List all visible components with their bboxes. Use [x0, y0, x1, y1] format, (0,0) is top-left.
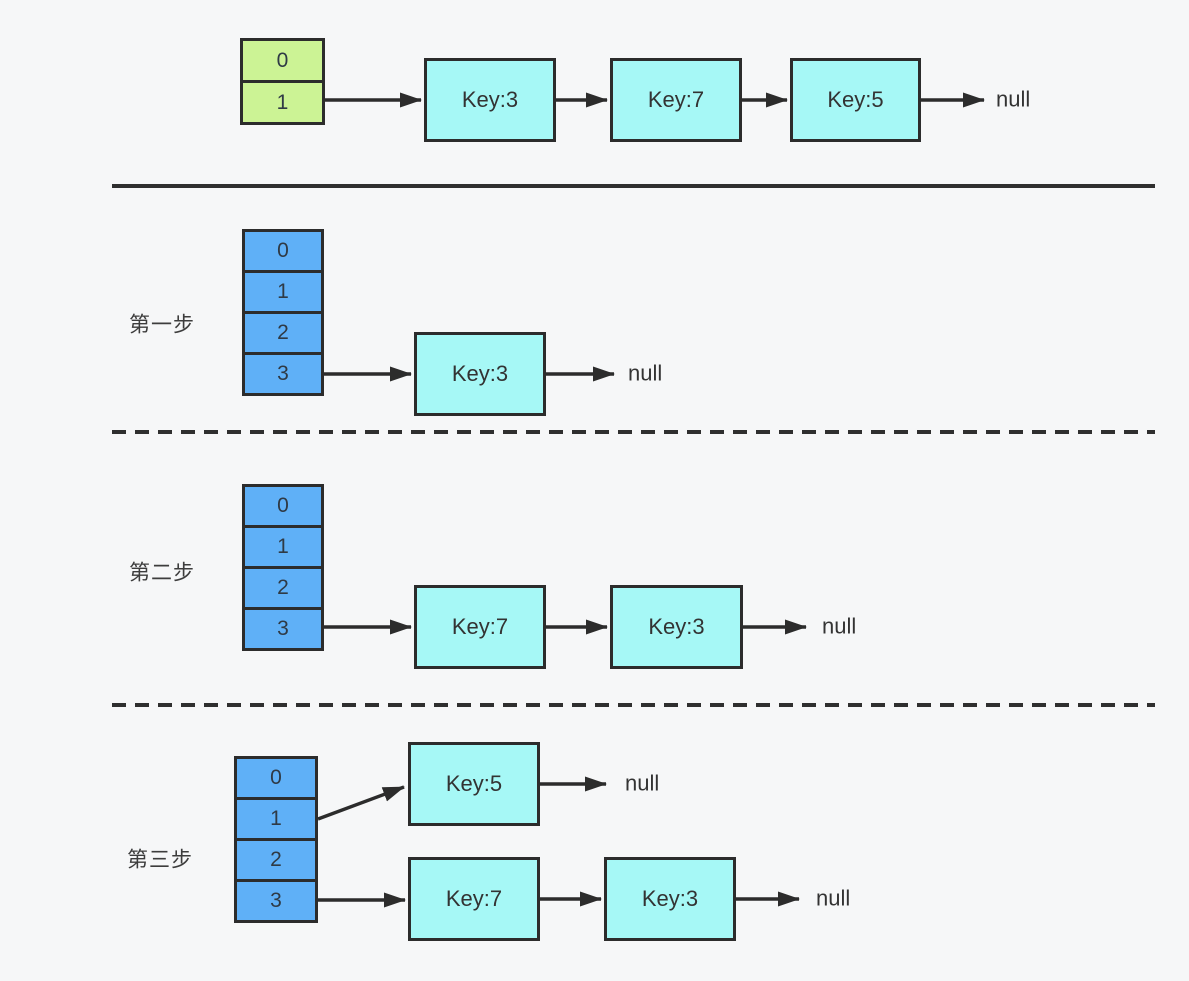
null-label: null	[625, 770, 660, 796]
bucket-cell-0: 0	[245, 232, 321, 273]
node-key-7: Key:7	[414, 585, 546, 669]
bucket-cell-3: 3	[237, 882, 315, 920]
node-key-3: Key:3	[604, 857, 736, 941]
dashed-divider-1	[112, 430, 1155, 434]
node-key-3: Key:3	[424, 58, 556, 142]
bucket-cell-1: 1	[243, 83, 322, 122]
node-key-5: Key:5	[790, 58, 921, 142]
bucket-cell-0: 0	[245, 487, 321, 528]
null-label: null	[816, 885, 851, 911]
null-label: null	[628, 360, 663, 386]
bucket-cell-3: 3	[245, 610, 321, 648]
step2-bucket-array: 0 1 2 3	[242, 484, 324, 651]
node-key-7: Key:7	[408, 857, 540, 941]
step2-label: 第二步	[129, 561, 195, 585]
node-key-7: Key:7	[610, 58, 742, 142]
step1-bucket-array: 0 1 2 3	[242, 229, 324, 396]
node-key-5: Key:5	[408, 742, 540, 826]
node-key-3: Key:3	[610, 585, 743, 669]
step3-label: 第三步	[127, 848, 193, 872]
arrow-step3-bucket1-to-key5	[317, 785, 405, 821]
bucket-cell-0: 0	[237, 759, 315, 800]
bucket-cell-0: 0	[243, 41, 322, 83]
bucket-cell-1: 1	[245, 528, 321, 569]
bucket-cell-1: 1	[237, 800, 315, 841]
null-label: null	[996, 86, 1031, 112]
node-key-3: Key:3	[414, 332, 546, 416]
bucket-cell-1: 1	[245, 273, 321, 314]
bucket-cell-2: 2	[245, 314, 321, 355]
solid-divider	[112, 184, 1155, 188]
bucket-cell-2: 2	[245, 569, 321, 610]
bucket-cell-2: 2	[237, 841, 315, 882]
dashed-divider-2	[112, 703, 1155, 707]
initial-bucket-array: 0 1	[240, 38, 325, 125]
step3-bucket-array: 0 1 2 3	[234, 756, 318, 923]
null-label: null	[822, 613, 857, 639]
bucket-cell-3: 3	[245, 355, 321, 393]
step1-label: 第一步	[129, 313, 195, 337]
